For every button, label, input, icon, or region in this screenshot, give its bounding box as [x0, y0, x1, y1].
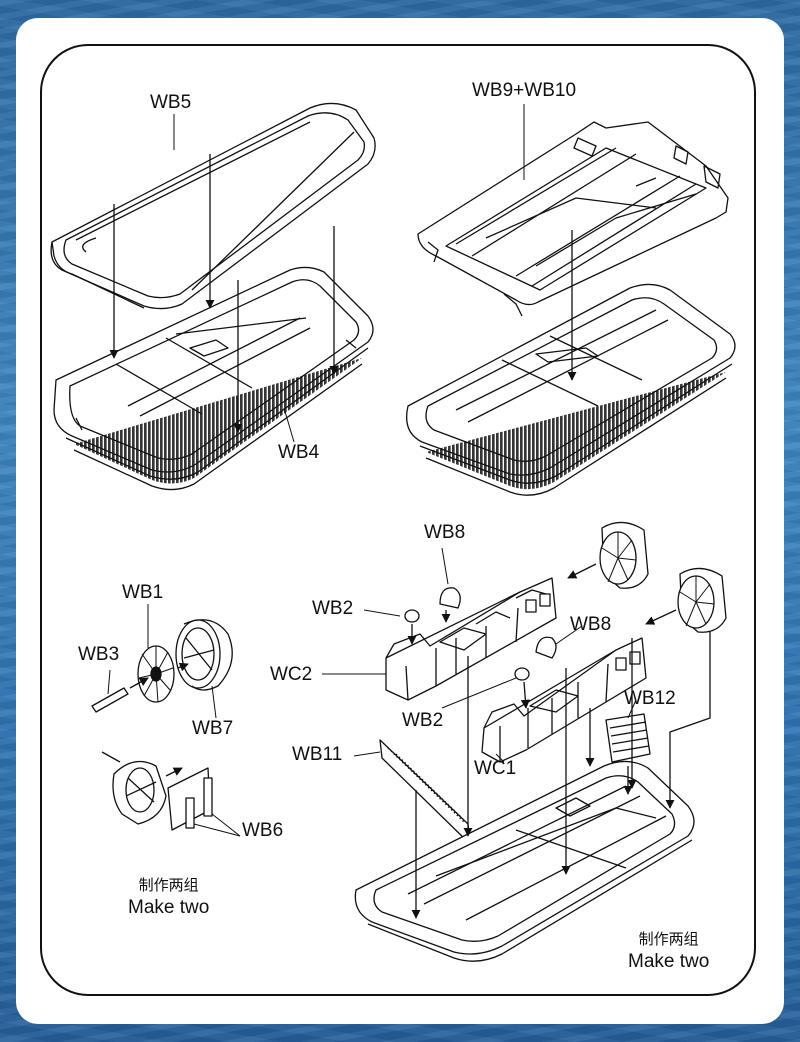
lower-assembly-arrows: [411, 632, 711, 919]
label-leader-lines: [107, 104, 637, 763]
lift-fan-lower: [645, 567, 727, 633]
fan-assembly-wb7: [175, 619, 233, 691]
panel-wb12: [605, 713, 651, 763]
wb6-leader-lines: [193, 813, 241, 837]
wb9-wb10-deck-part: [417, 121, 729, 317]
label-wb11: WB11: [292, 744, 343, 765]
wb4-hull-part: [53, 266, 374, 491]
note-right-en: Make two: [628, 951, 710, 972]
fan-assembly-wb6: [101, 751, 213, 831]
lift-fan-upper: [567, 521, 649, 589]
label-wb7: WB7: [192, 718, 234, 739]
label-wb5: WB5: [150, 92, 192, 113]
label-wb2-top: WB2: [312, 598, 354, 619]
wb5-cover-part: [50, 102, 376, 310]
label-wb12: WB12: [624, 688, 676, 709]
make-two-note-right: 制作两组 Make two: [628, 928, 709, 973]
label-wb8-mid: WB8: [570, 614, 612, 635]
instruction-panel: WB5 WB9+WB10 WB4 WB8 WB2 WB8 WC2 WB2 WB1…: [16, 18, 784, 1024]
label-wb9-wb10: WB9+WB10: [472, 80, 577, 101]
shaft-wb3: [91, 662, 189, 713]
wb5-to-wb4-arrows: [109, 154, 339, 433]
panel-wb11: [379, 739, 471, 845]
label-wb6: WB6: [242, 820, 284, 841]
note-left-en: Make two: [128, 897, 210, 918]
small-parts-wb2-wb8: [404, 587, 557, 709]
step-frame: [40, 44, 756, 996]
label-wb8-top: WB8: [424, 522, 466, 543]
label-wc2: WC2: [270, 664, 313, 685]
superstructure-wc1: [481, 637, 647, 763]
label-wb1: WB1: [122, 582, 164, 603]
superstructure-wc2: [385, 577, 557, 701]
label-wb4: WB4: [278, 442, 320, 463]
note-left-cn: 制作两组: [138, 876, 199, 894]
label-wc1: WC1: [474, 758, 517, 779]
make-two-note-left: 制作两组 Make two: [128, 874, 209, 919]
fan-wheel-wb1: [137, 645, 175, 703]
right-hull-part: [405, 283, 736, 496]
label-wb3: WB3: [78, 644, 120, 665]
assembly-drawing: [50, 102, 736, 962]
note-right-cn: 制作两组: [638, 930, 699, 948]
label-wb2-mid: WB2: [402, 710, 444, 731]
